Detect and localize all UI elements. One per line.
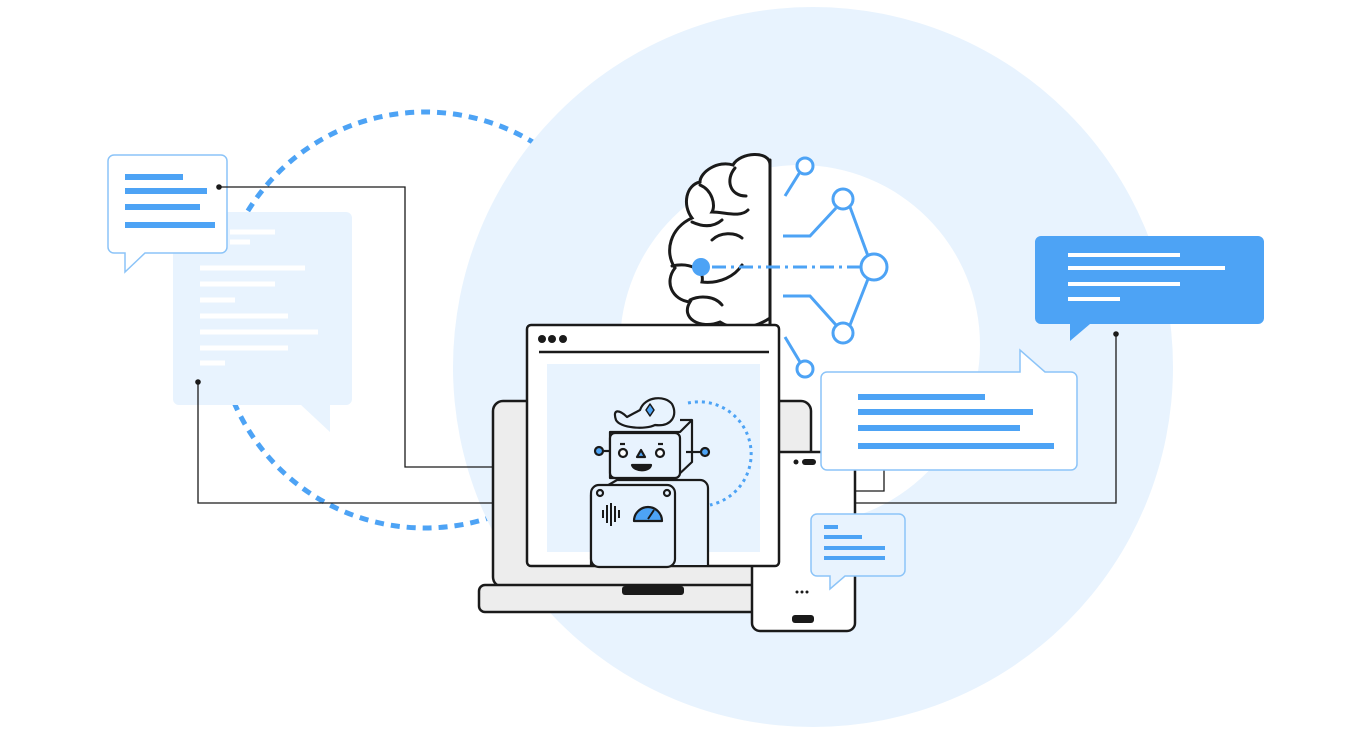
- brain-node: [692, 258, 710, 276]
- robot-icon: [589, 397, 753, 569]
- faded-chat-bubble: [173, 212, 352, 432]
- chat-bubble-top-right: [1035, 236, 1264, 341]
- chat-bubble-small: [810, 513, 906, 591]
- brain-icon: [668, 153, 772, 332]
- neural-network-icon: [712, 156, 889, 379]
- chat-bubble-top-left: [107, 154, 228, 274]
- chat-bubble-middle-right: [820, 348, 1078, 471]
